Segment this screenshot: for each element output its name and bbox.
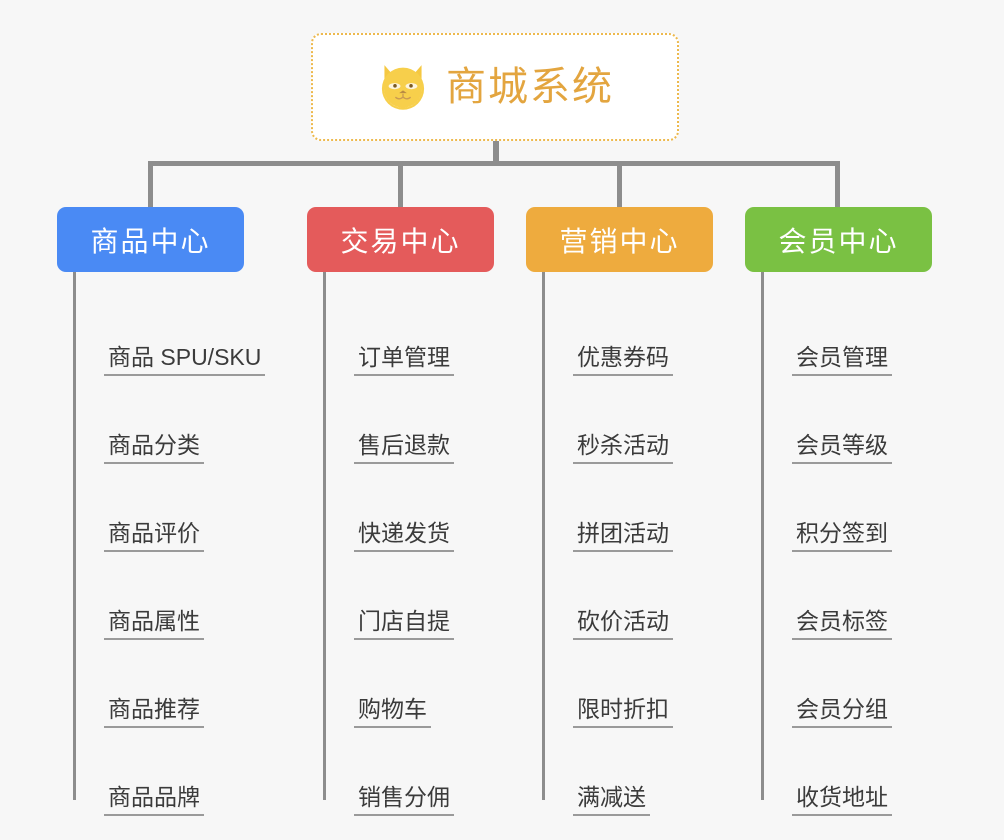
branch-column-3: 营销中心 优惠券码 秒杀活动 拼团活动 砍价活动 限时折扣 满减送 [526,207,713,816]
leaf-label: 售后退款 [354,432,454,464]
leaf-item[interactable]: 商品属性 [76,552,265,640]
branch-header-4[interactable]: 会员中心 [745,207,932,272]
leaf-label: 销售分佣 [354,784,454,816]
leaf-label: 会员分组 [792,696,892,728]
leaf-tick [573,726,601,728]
leaf-item[interactable]: 会员标签 [764,552,932,640]
branch-column-1: 商品中心 商品 SPU/SKU 商品分类 商品评价 商品属性 商品推荐 商品品牌 [57,207,266,816]
leaf-item[interactable]: 售后退款 [326,376,494,464]
root-title: 商城系统 [446,65,614,109]
leaf-label: 商品评价 [104,520,204,552]
leaf-item[interactable]: 积分签到 [764,464,932,552]
leaf-item[interactable]: 限时折扣 [545,640,713,728]
leaf-tick [354,550,382,552]
connector-root-stem [493,141,499,165]
leaf-item[interactable]: 订单管理 [326,288,494,376]
leaf-tick [792,374,820,376]
leaf-label: 满减送 [573,784,650,816]
leaf-item[interactable]: 销售分佣 [326,728,494,816]
leaf-tick [104,374,132,376]
leaf-label: 商品品牌 [104,784,204,816]
dog-face-icon [381,65,425,112]
leaf-label: 商品分类 [104,432,204,464]
leaf-label: 会员等级 [792,432,892,464]
leaf-tick [104,814,132,816]
leaf-label: 会员标签 [792,608,892,640]
leaf-label: 限时折扣 [573,696,673,728]
leaf-item[interactable]: 砍价活动 [545,552,713,640]
branch-header-label-2: 交易中心 [340,225,461,257]
leaf-tick [354,462,382,464]
leaf-tick [792,550,820,552]
leaf-item[interactable]: 商品推荐 [76,640,265,728]
leaf-label: 商品属性 [104,608,204,640]
branch-body-4: 会员管理 会员等级 积分签到 会员标签 会员分组 收货地址 [761,272,932,816]
leaf-tick [792,638,820,640]
root-node[interactable]: 商城系统 [311,33,679,141]
leaf-item[interactable]: 优惠券码 [545,288,713,376]
leaf-item[interactable]: 拼团活动 [545,464,713,552]
leaf-tick [792,814,820,816]
leaf-label: 优惠券码 [573,344,673,376]
leaf-item[interactable]: 商品 SPU/SKU [76,288,266,376]
connector-drop-3 [617,161,622,209]
leaf-tick [573,374,601,376]
leaf-tick [104,462,132,464]
leaf-item[interactable]: 商品评价 [76,464,265,552]
leaf-item[interactable]: 会员等级 [764,376,932,464]
connector-horizontal-bus [148,161,840,166]
leaf-label: 购物车 [354,696,431,728]
branch-column-2: 交易中心 订单管理 售后退款 快递发货 门店自提 购物车 销售分佣 [307,207,494,816]
leaf-label: 商品推荐 [104,696,204,728]
leaf-item[interactable]: 收货地址 [764,728,932,816]
leaf-tick [573,638,601,640]
leaf-tick [354,814,382,816]
leaf-item[interactable]: 商品分类 [76,376,265,464]
leaf-item[interactable]: 会员管理 [764,288,932,376]
leaf-label: 积分签到 [792,520,892,552]
leaf-tick [104,638,132,640]
leaf-item[interactable]: 门店自提 [326,552,494,640]
leaf-label: 订单管理 [354,344,454,376]
leaf-item[interactable]: 购物车 [326,640,494,728]
leaf-tick [573,814,601,816]
branch-body-3: 优惠券码 秒杀活动 拼团活动 砍价活动 限时折扣 满减送 [542,272,713,816]
leaf-item[interactable]: 商品品牌 [76,728,265,816]
leaf-label: 砍价活动 [573,608,673,640]
leaf-tick [573,550,601,552]
leaf-tick [354,374,382,376]
leaf-label: 拼团活动 [573,520,673,552]
connector-drop-1 [148,161,153,209]
leaf-tick [104,726,132,728]
branch-header-1[interactable]: 商品中心 [57,207,244,272]
leaf-label: 收货地址 [792,784,892,816]
leaf-item[interactable]: 满减送 [545,728,713,816]
leaf-item[interactable]: 秒杀活动 [545,376,713,464]
leaf-label: 商品 SPU/SKU [104,344,266,376]
branch-column-4: 会员中心 会员管理 会员等级 积分签到 会员标签 会员分组 收货地址 [745,207,932,816]
leaf-tick [104,550,132,552]
branch-header-label-3: 营销中心 [559,225,680,257]
branch-header-2[interactable]: 交易中心 [307,207,494,272]
leaf-tick [792,462,820,464]
leaf-label: 会员管理 [792,344,892,376]
leaf-item[interactable]: 快递发货 [326,464,494,552]
connector-drop-2 [398,161,403,209]
leaf-label: 快递发货 [354,520,454,552]
branch-body-2: 订单管理 售后退款 快递发货 门店自提 购物车 销售分佣 [323,272,494,816]
leaf-tick [354,638,382,640]
leaf-tick [573,462,601,464]
branch-header-label-1: 商品中心 [90,225,211,257]
leaf-tick [354,726,382,728]
leaf-item[interactable]: 会员分组 [764,640,932,728]
leaf-label: 门店自提 [354,608,454,640]
leaf-tick [792,726,820,728]
branch-header-3[interactable]: 营销中心 [526,207,713,272]
leaf-label: 秒杀活动 [573,432,673,464]
branch-header-label-4: 会员中心 [778,225,899,257]
branch-body-1: 商品 SPU/SKU 商品分类 商品评价 商品属性 商品推荐 商品品牌 [73,272,266,816]
connector-drop-4 [835,161,840,209]
